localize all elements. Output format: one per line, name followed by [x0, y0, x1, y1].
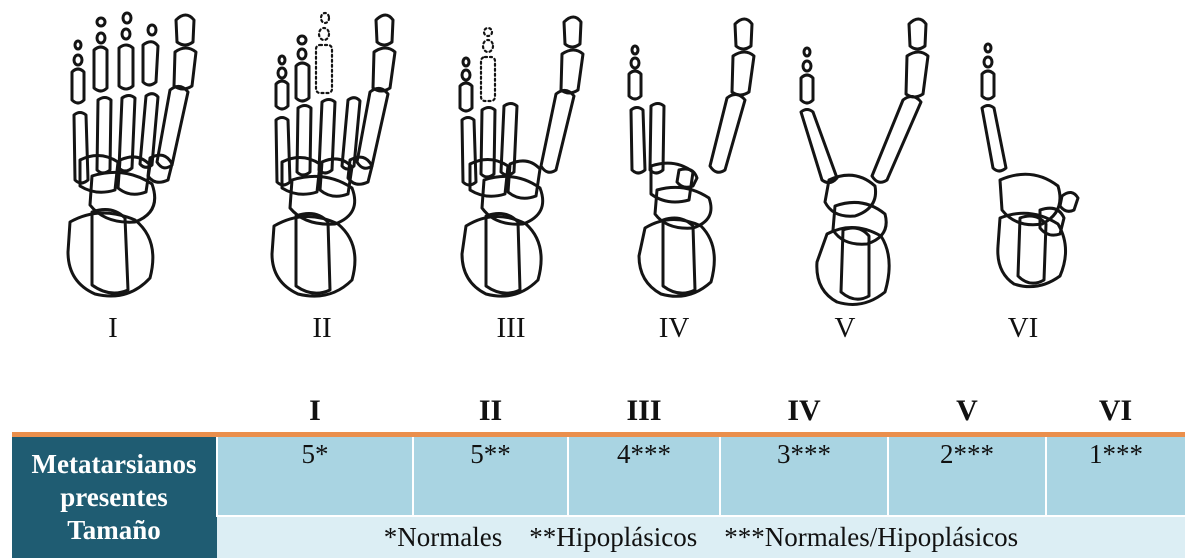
table-header-row: I II III IV V VI — [12, 390, 1185, 435]
row-header: Metatarsianos presentes Tamaño — [12, 435, 217, 558]
row-header-line-3: Tamaño — [16, 514, 212, 547]
foot-v-drawing — [801, 19, 928, 304]
value-iii: 4*** — [568, 435, 720, 516]
foot-vi-drawing — [982, 44, 1078, 287]
header-iii: III — [568, 390, 720, 435]
foot-label-i: I — [73, 312, 153, 345]
foot-label-vi: VI — [983, 312, 1063, 345]
value-iv: 3*** — [720, 435, 888, 516]
foot-label-iii: III — [471, 312, 551, 345]
foot-skeleton-diagram — [0, 0, 1185, 310]
foot-label-ii: II — [282, 312, 362, 345]
header-iv: IV — [720, 390, 888, 435]
foot-iii-drawing — [460, 17, 583, 296]
header-v: V — [888, 390, 1046, 435]
row-header-line-2: presentes — [16, 481, 212, 514]
foot-label-v: V — [805, 312, 885, 345]
foot-ii-drawing — [272, 13, 395, 296]
foot-label-iv: IV — [634, 312, 714, 345]
value-i: 5* — [217, 435, 413, 516]
foot-i-drawing — [68, 13, 196, 296]
foot-iv-drawing — [629, 19, 754, 296]
metatarsal-table: I II III IV V VI Metatarsianos presentes… — [12, 390, 1185, 558]
value-ii: 5** — [413, 435, 568, 516]
header-ii: II — [413, 390, 568, 435]
header-empty — [12, 390, 217, 435]
row-header-line-1: Metatarsianos — [16, 448, 212, 481]
header-vi: VI — [1046, 390, 1185, 435]
header-i: I — [217, 390, 413, 435]
value-vi: 1*** — [1046, 435, 1185, 516]
size-note: *Normales **Hipoplásicos ***Normales/Hip… — [217, 516, 1185, 558]
value-v: 2*** — [888, 435, 1046, 516]
table-row: Metatarsianos presentes Tamaño 5* 5** 4*… — [12, 435, 1185, 516]
